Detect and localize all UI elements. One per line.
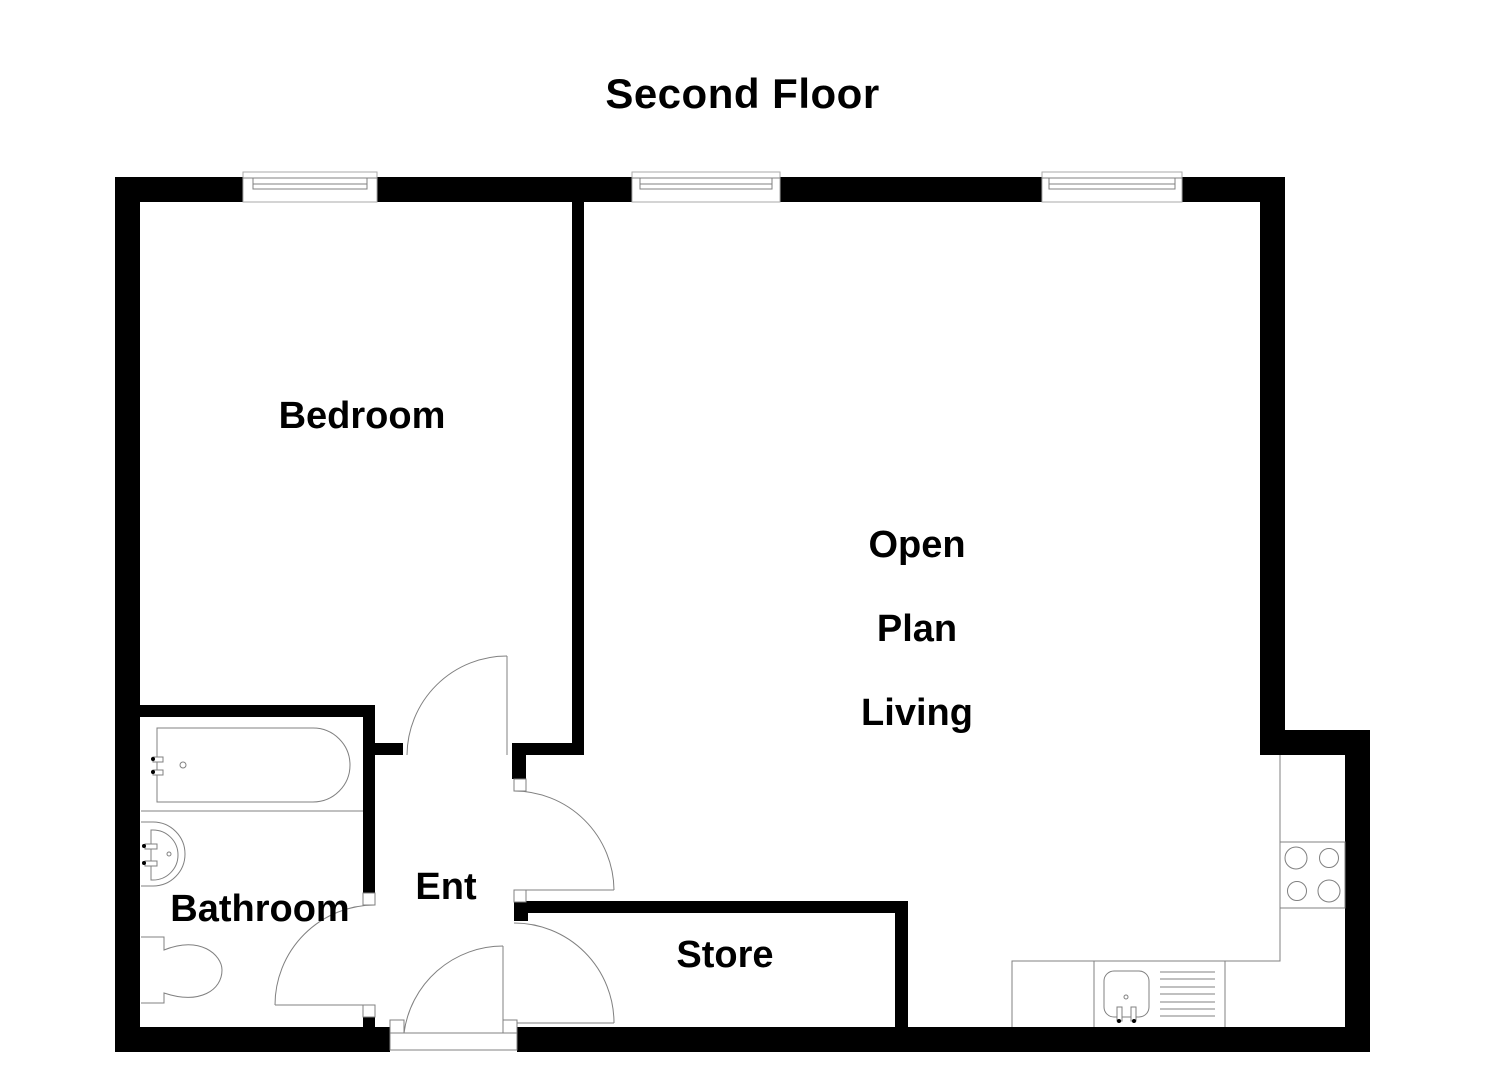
room-label-living-line1: Open xyxy=(868,524,966,566)
walls xyxy=(115,177,1370,1052)
sink-icon xyxy=(1093,961,1226,1027)
door-living xyxy=(513,778,615,903)
room-label-entrance: Ent xyxy=(415,866,477,908)
doors xyxy=(274,655,615,1051)
room-label-open-plan-living: Open Plan Living xyxy=(817,482,1017,776)
washbasin-icon xyxy=(141,821,186,887)
toilet-icon xyxy=(141,936,223,1004)
bathroom-fixtures xyxy=(141,727,363,1004)
room-label-bathroom: Bathroom xyxy=(170,888,350,930)
windows xyxy=(242,171,1183,203)
kitchen-fixtures xyxy=(1011,755,1346,1027)
room-label-living-line3: Living xyxy=(861,692,973,734)
window-bedroom xyxy=(242,171,378,203)
room-label-living-line2: Plan xyxy=(876,608,958,650)
bath-icon xyxy=(141,727,363,812)
door-bedroom xyxy=(406,655,508,756)
door-bathroom xyxy=(274,892,376,1018)
room-label-store: Store xyxy=(676,934,774,976)
floor-title: Second Floor xyxy=(605,70,880,117)
window-living-left xyxy=(631,171,781,203)
room-label-bedroom: Bedroom xyxy=(278,395,446,437)
window-living-right xyxy=(1041,171,1183,203)
door-entrance xyxy=(389,945,518,1051)
door-store xyxy=(513,922,615,1024)
hob-icon xyxy=(1279,841,1346,909)
